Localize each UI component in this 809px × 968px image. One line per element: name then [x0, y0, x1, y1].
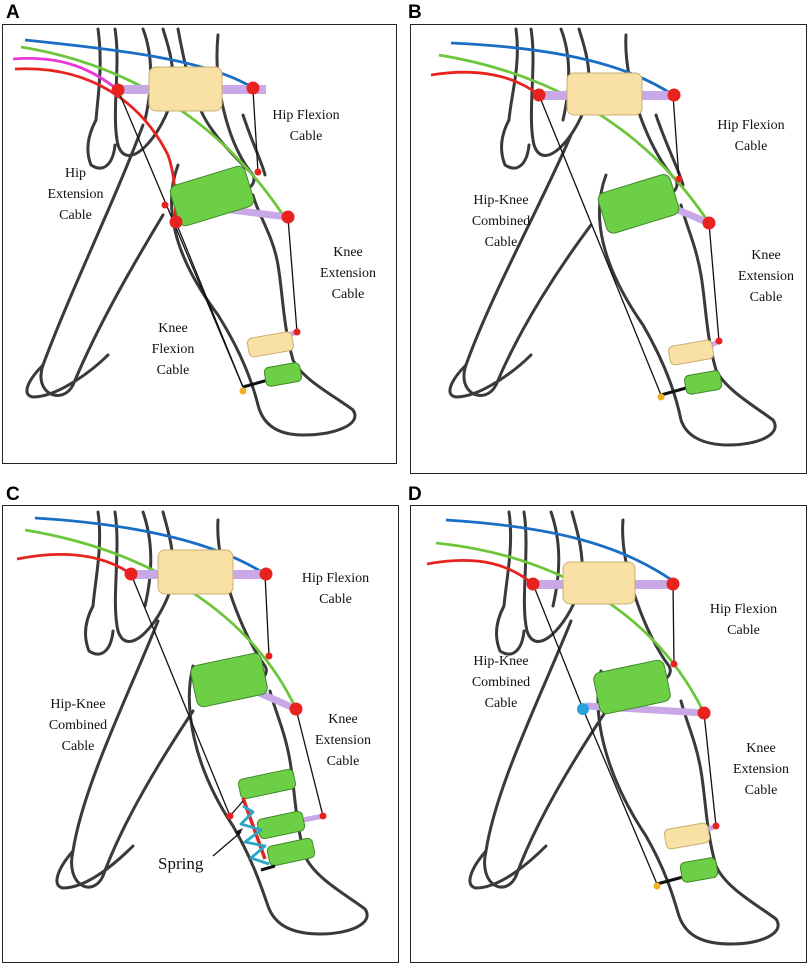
spring-pointer-arrowhead: [235, 828, 243, 836]
label-hip-extension-cable: Hip Extension Cable: [47, 166, 104, 223]
hip-belt: [148, 66, 223, 112]
panel-c: Hip Flexion Cable Hip-Knee Combined Cabl…: [2, 505, 399, 963]
anchor-hip-back: [526, 577, 540, 591]
shank-wrap-lower: [684, 370, 723, 395]
hip-flexion-cable: [24, 38, 249, 87]
ankle-link: [660, 386, 687, 397]
ankle-point: [657, 393, 665, 401]
panel-letter-a: A: [6, 2, 20, 23]
label-combined-cable: Hip-Knee Combined Cable: [48, 697, 108, 754]
panel-b: Hip Flexion Cable Hip-Knee Combined Cabl…: [410, 24, 807, 474]
anchor-knee-front: [702, 216, 716, 230]
panel-a: Hip Flexion Cable Hip Extension Cable Kn…: [2, 24, 397, 464]
panel-b-diagram: [430, 27, 777, 447]
panel-c-diagram: [16, 510, 369, 936]
cable-routing: [538, 94, 720, 396]
anchor-shank-back: [226, 812, 234, 820]
pivot-point: [577, 703, 589, 715]
label-hip-flexion-cable: Hip Flexion Cable: [272, 108, 340, 144]
label-spring: Spring: [158, 854, 204, 873]
combined-cable: [426, 559, 534, 586]
anchor-thigh-front: [675, 175, 683, 183]
panel-d: Hip Flexion Cable Hip-Knee Combined Cabl…: [410, 505, 807, 963]
anchor-hip-front: [246, 81, 260, 95]
label-hip-flexion-cable: Hip Flexion Cable: [301, 571, 370, 607]
label-knee-extension-cable: Knee Extension Cable: [315, 712, 371, 769]
combined-cable: [430, 70, 540, 97]
anchor-hip-back: [532, 88, 546, 102]
label-knee-extension-cable: Knee Extension Cable: [733, 741, 789, 798]
thigh-wrap: [597, 174, 680, 234]
anchor-thigh-front: [265, 652, 273, 660]
anchor-hip-back: [111, 83, 125, 97]
ankle-link: [656, 875, 684, 886]
panel-letter-c: C: [6, 484, 20, 505]
label-knee-flexion-cable: Knee Flexion Cable: [151, 321, 195, 378]
shank-wrap-upper: [246, 331, 294, 358]
hip-flexion-cable: [445, 518, 674, 583]
hip-belt: [566, 72, 643, 116]
cable-routing: [117, 89, 298, 388]
hip-belt: [562, 561, 636, 605]
hip-flexion-cable: [34, 516, 266, 576]
label-combined-cable: Hip-Knee Combined Cable: [471, 193, 531, 250]
ankle-link: [260, 864, 276, 872]
label-hip-flexion-cable: Hip Flexion Cable: [709, 602, 778, 638]
anchor-thigh-back: [161, 201, 169, 209]
shank-wrap-lower: [263, 362, 302, 387]
extra-cable-a: [12, 56, 119, 92]
panel-d-diagram: [426, 510, 780, 946]
panel-letter-b: B: [408, 2, 422, 23]
ankle-point: [239, 387, 247, 395]
panel-a-diagram: [12, 27, 357, 437]
anchor-hip-front: [259, 567, 273, 581]
hip-belt: [157, 549, 234, 595]
anchor-knee-front: [281, 210, 295, 224]
anchor-thigh-front: [254, 168, 262, 176]
shank-wrap-upper: [663, 822, 711, 850]
hip-flexion-cable: [450, 41, 674, 97]
anchor-knee-front: [697, 706, 711, 720]
label-combined-cable: Hip-Knee Combined Cable: [471, 654, 531, 711]
thigh-wrap: [593, 659, 671, 715]
cable-routing: [532, 583, 717, 885]
cable-routing: [130, 573, 324, 817]
spring: [239, 804, 270, 866]
shank-wrap-1: [237, 768, 297, 800]
anchor-shank-front: [319, 812, 327, 820]
panel-letter-d: D: [408, 484, 422, 505]
anchor-shank-front: [293, 328, 301, 336]
anchor-hip-back: [124, 567, 138, 581]
combined-cable: [16, 553, 132, 576]
ankle-point: [653, 882, 661, 890]
label-knee-extension-cable: Knee Extension Cable: [738, 248, 794, 305]
shank-wrap-3: [266, 837, 316, 867]
label-knee-extension-cable: Knee Extension Cable: [320, 245, 376, 302]
thigh-wrap: [169, 165, 255, 227]
spring-pointer: [212, 831, 242, 857]
anchor-shank-front: [715, 337, 723, 345]
thigh-wrap: [190, 652, 268, 708]
shank-wrap-2: [256, 810, 306, 840]
anchor-shank-front: [712, 822, 720, 830]
anchor-knee-front: [289, 702, 303, 716]
anchor-thigh-front: [670, 660, 678, 668]
ankle-link: [242, 378, 269, 389]
anchor-knee-back: [169, 215, 183, 229]
anchor-hip-front: [666, 577, 680, 591]
shank-wrap-lower: [679, 857, 719, 883]
label-hip-flexion-cable: Hip Flexion Cable: [717, 118, 785, 154]
anchor-hip-front: [667, 88, 681, 102]
shank-wrap-upper: [668, 339, 715, 366]
